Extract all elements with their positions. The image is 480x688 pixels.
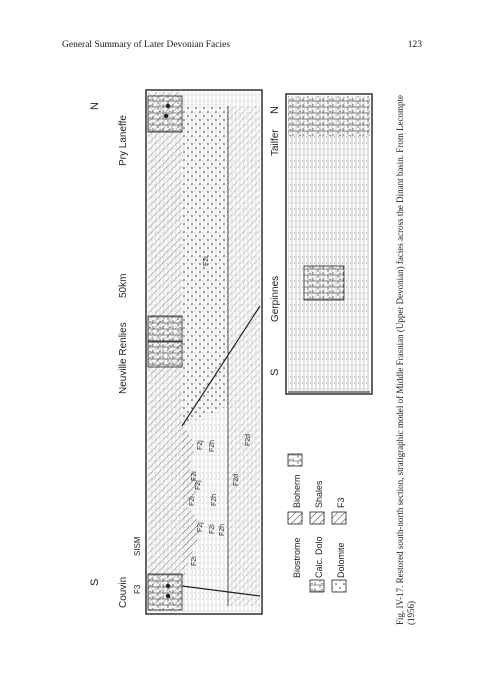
figure-svg: S N Couvin Neuville Renlies Pry Laneffe … xyxy=(89,89,373,615)
legend-swatch-bioherm xyxy=(287,511,303,525)
legend-label: F3 xyxy=(336,497,346,508)
facies-label: F2h xyxy=(211,494,218,506)
legend-label: Biostrome xyxy=(292,537,302,578)
facies-label: F2i xyxy=(209,524,216,534)
legend: Biostrome Calc. Dolo Dolomite Bioherm Sh… xyxy=(287,453,347,593)
facies-label: F2d xyxy=(245,434,252,446)
facies-label: F2i xyxy=(191,471,198,481)
legend-swatch-f3 xyxy=(331,511,347,525)
upper-unit-left-low: SISM xyxy=(133,536,142,556)
legend-label: Dolomite xyxy=(336,542,346,578)
running-title: General Summary of Later Devonian Facies xyxy=(62,40,231,50)
page-number: 123 xyxy=(407,40,422,50)
upper-scale: 50km xyxy=(118,274,129,298)
legend-label: Shales xyxy=(314,480,324,508)
legend-label: Calc. Dolo xyxy=(314,536,324,578)
facies-label: F2h xyxy=(209,440,216,452)
lower-locality-mid: Gerpinnes xyxy=(270,276,281,322)
upper-locality-right: Pry Laneffe xyxy=(118,115,129,166)
facies-label: F2d xyxy=(233,474,240,486)
figure-caption: Fig. IV-17. Restored south-north section… xyxy=(395,94,416,625)
upper-locality-mid: Neuville Renlies xyxy=(118,322,129,394)
facies-label: F2j xyxy=(197,440,204,450)
facies-label: F2j xyxy=(195,480,202,490)
lower-dir-right: N xyxy=(269,106,281,114)
upper-dir-left: S xyxy=(89,579,101,586)
legend-swatch-shales xyxy=(309,511,325,525)
lower-locality-right: Tailfer xyxy=(270,129,281,156)
upper-dir-right: N xyxy=(89,102,101,110)
facies-label: F2i xyxy=(191,556,198,566)
figure: S N Couvin Neuville Renlies Pry Laneffe … xyxy=(78,86,388,621)
facies-label: F2i xyxy=(189,496,196,506)
lower-labels: S N Gerpinnes Tailfer xyxy=(269,106,281,376)
upper-locality-left: Couvin xyxy=(118,577,129,608)
facies-label: F2i xyxy=(203,256,210,266)
upper-section xyxy=(145,89,263,615)
legend-swatch-dolomite xyxy=(331,579,347,593)
legend-swatch-calcdolo xyxy=(309,579,325,593)
upper-unit-left: F3 xyxy=(133,584,142,594)
facies-label: F2j xyxy=(197,522,204,532)
legend-label: Bioherm xyxy=(292,474,302,508)
legend-swatch-biostrome xyxy=(287,453,303,467)
lower-dir-left: S xyxy=(269,369,281,376)
lower-section xyxy=(285,93,373,395)
running-head: General Summary of Later Devonian Facies… xyxy=(62,40,422,56)
facies-label: F2h xyxy=(219,524,226,536)
upper-labels: S N Couvin Neuville Renlies Pry Laneffe … xyxy=(89,102,252,608)
